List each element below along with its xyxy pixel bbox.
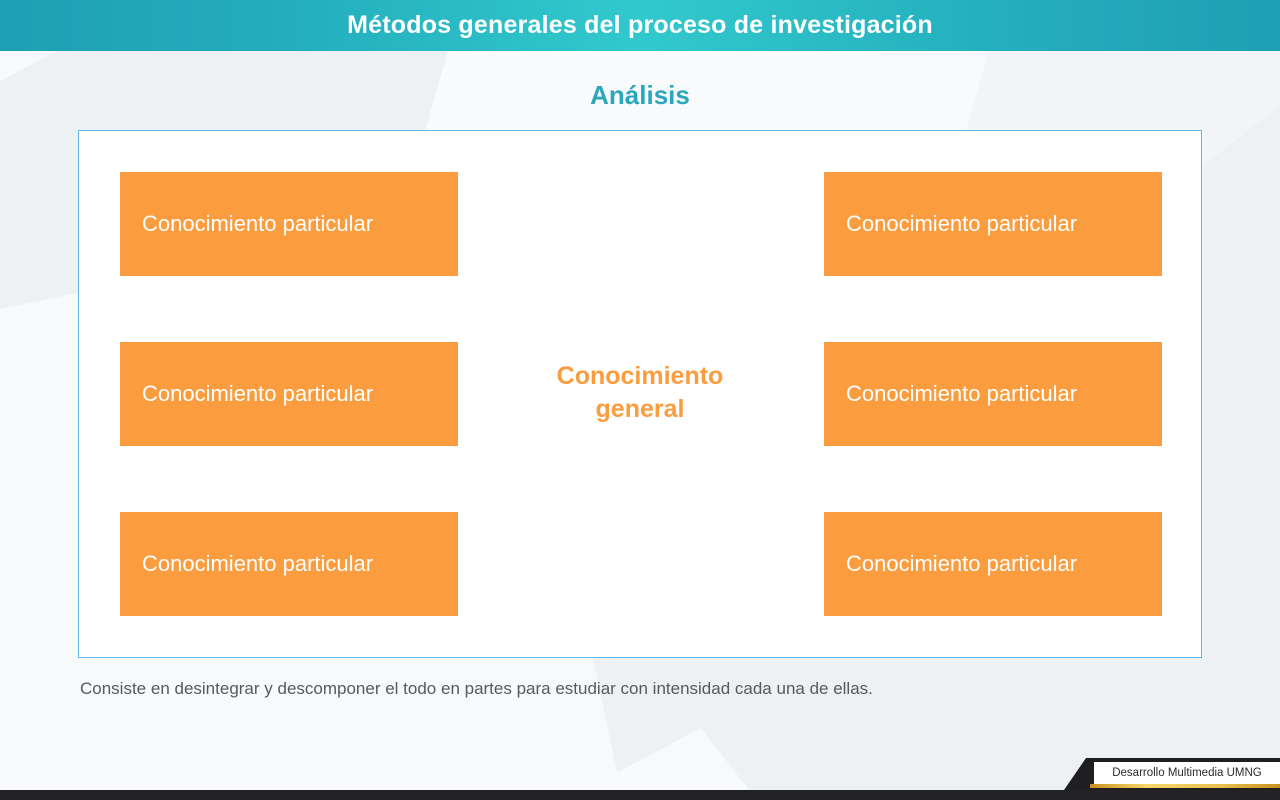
node-left-2[interactable]: Conocimiento particular	[120, 342, 458, 446]
node-left-2-label: Conocimiento particular	[142, 381, 374, 406]
center-node-label-line2: general	[595, 395, 685, 423]
header-bar: Métodos generales del proceso de investi…	[0, 0, 1280, 51]
caption-text: Consiste en desintegrar y descomponer el…	[80, 679, 873, 698]
center-node-label-line1: Conocimiento	[556, 362, 724, 390]
section-title: Análisis	[590, 80, 690, 110]
node-left-1-label: Conocimiento particular	[142, 211, 374, 236]
bottom-bar	[0, 790, 1280, 800]
node-right-3-label: Conocimiento particular	[846, 551, 1078, 576]
header-title: Métodos generales del proceso de investi…	[347, 11, 933, 39]
node-left-3-label: Conocimiento particular	[142, 551, 374, 576]
footer-credit-text: Desarrollo Multimedia UMNG	[1112, 767, 1262, 779]
center-node-label: Conocimiento general	[515, 360, 765, 426]
node-right-2-label: Conocimiento particular	[846, 381, 1078, 406]
node-left-1[interactable]: Conocimiento particular	[120, 172, 458, 276]
node-right-3[interactable]: Conocimiento particular	[824, 512, 1162, 616]
node-right-1[interactable]: Conocimiento particular	[824, 172, 1162, 276]
node-left-3[interactable]: Conocimiento particular	[120, 512, 458, 616]
footer-ribbon-inner: Desarrollo Multimedia UMNG	[1094, 762, 1280, 784]
footer-ribbon-gold-accent	[1090, 784, 1280, 788]
footer-ribbon: Desarrollo Multimedia UMNG	[1064, 758, 1280, 790]
node-right-2[interactable]: Conocimiento particular	[824, 342, 1162, 446]
node-right-1-label: Conocimiento particular	[846, 211, 1078, 236]
